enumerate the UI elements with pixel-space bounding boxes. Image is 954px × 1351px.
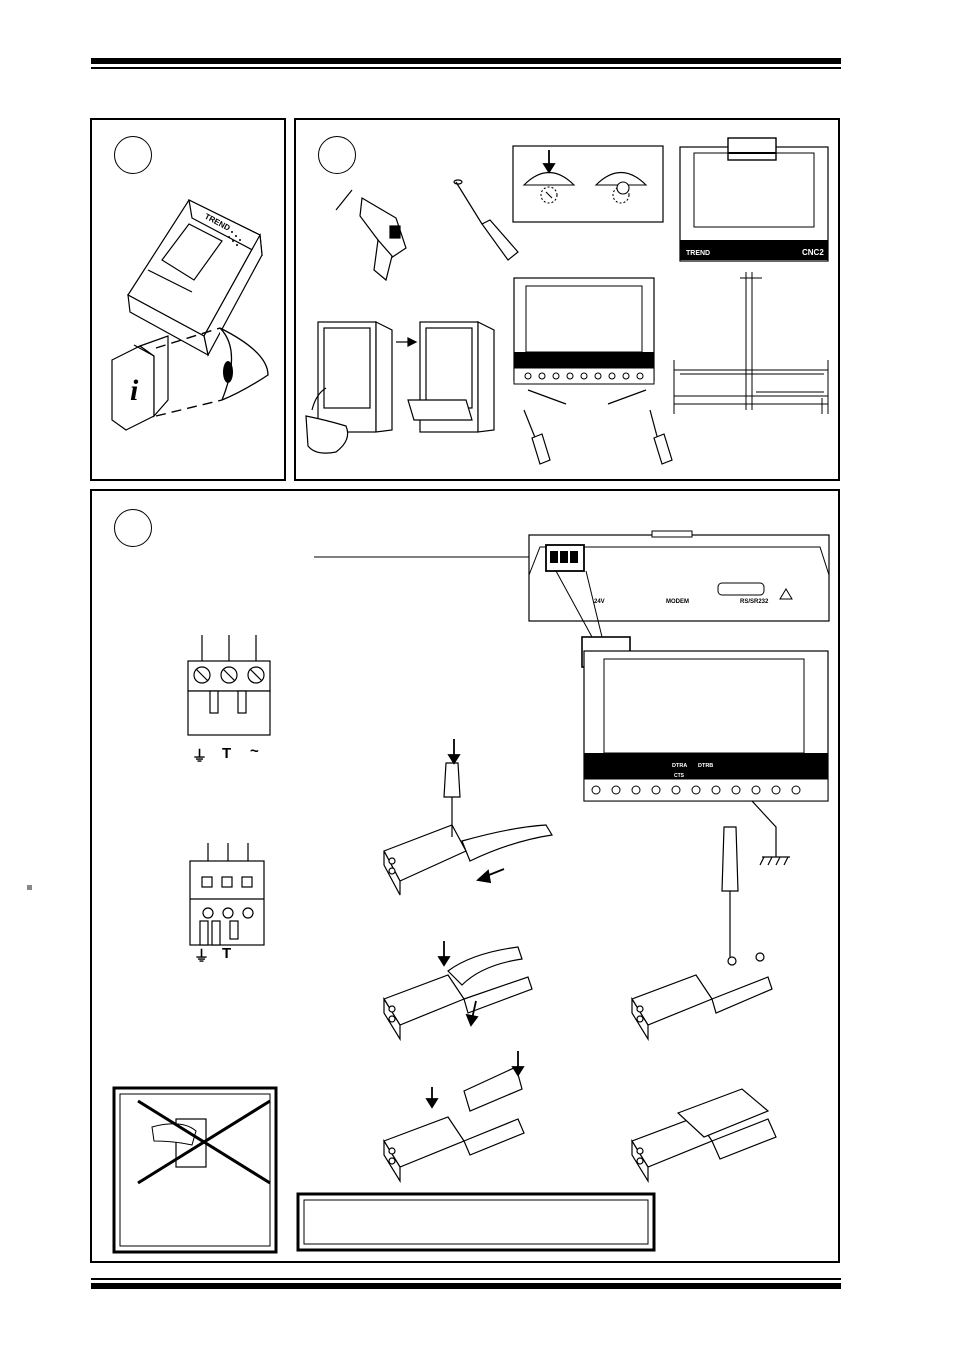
info-booklet-icon: i	[130, 374, 139, 407]
step-3-circle	[114, 509, 152, 547]
read-instructions-illustration: i	[111, 327, 269, 431]
mounting-illustrations: TREND CNC2	[305, 137, 829, 465]
connector-step-a	[383, 762, 553, 896]
terminal-symbol-earth-1: ⏚	[192, 748, 208, 765]
header-rule-thick	[91, 58, 841, 64]
cnc2-front-view	[583, 650, 829, 802]
led-rx-label: DTRB	[698, 763, 713, 769]
footer-rule-thin	[91, 1278, 841, 1280]
screwdriver-icon	[453, 179, 519, 261]
terminal-block-2way	[189, 843, 265, 946]
led-cts-label: CTS	[674, 773, 685, 779]
dimension-drawing	[673, 272, 829, 414]
terminal-symbol-earth-2: ⏚	[194, 948, 210, 965]
panel-step-3: 24V MODEM RS/SR232 DTRA DTRB CTS	[90, 489, 840, 1263]
connector-step-e	[631, 1088, 777, 1184]
wiring-illustrations: 24V MODEM RS/SR232 DTRA DTRB CTS	[112, 530, 830, 1254]
terminal-block-3way	[187, 635, 271, 736]
no-touch-warning-box	[112, 1086, 278, 1254]
connector-step-c	[383, 1066, 525, 1184]
footer-rule-thick	[91, 1283, 841, 1289]
cnc2-model-label: CNC2	[802, 248, 824, 257]
cnc2-top-view	[528, 530, 830, 622]
serial-port-label: RS/SR232	[740, 599, 769, 605]
cnc2-unit-front	[679, 137, 829, 262]
cnc2-unit-mounting	[513, 277, 655, 385]
note-box	[296, 1192, 656, 1252]
connector-step-d	[631, 826, 773, 1042]
panel-step-1: TREND i	[90, 118, 286, 481]
step-1-circle	[114, 136, 152, 174]
step-2-circle	[318, 136, 356, 174]
modem-port-label: MODEM	[666, 599, 689, 605]
eye-icon	[219, 327, 269, 401]
terminal-symbol-zero-1: T	[222, 745, 232, 762]
terminal-holes-row	[524, 372, 644, 380]
wall-units-sequence	[305, 321, 495, 454]
warning-triangle-icon	[779, 588, 793, 600]
terminal-symbol-zero-2: T	[222, 945, 232, 962]
connector-step-b	[383, 946, 533, 1042]
no-touch-cross-icon	[137, 1099, 271, 1185]
header-rule-thin	[91, 67, 841, 69]
drill-icon	[335, 189, 407, 282]
terminal-symbol-ac-1: ~	[250, 743, 259, 760]
power-port-label: 24V	[594, 599, 605, 605]
cnc2-brand-logo: TREND	[686, 250, 710, 257]
controller-box-illustration: TREND	[127, 198, 263, 357]
led-tx-label: DTRA	[672, 763, 687, 769]
panel-step-2: TREND CNC2	[294, 118, 840, 481]
ground-icon	[751, 800, 790, 866]
front-terminal-holes	[591, 785, 801, 795]
margin-dot	[27, 885, 32, 890]
